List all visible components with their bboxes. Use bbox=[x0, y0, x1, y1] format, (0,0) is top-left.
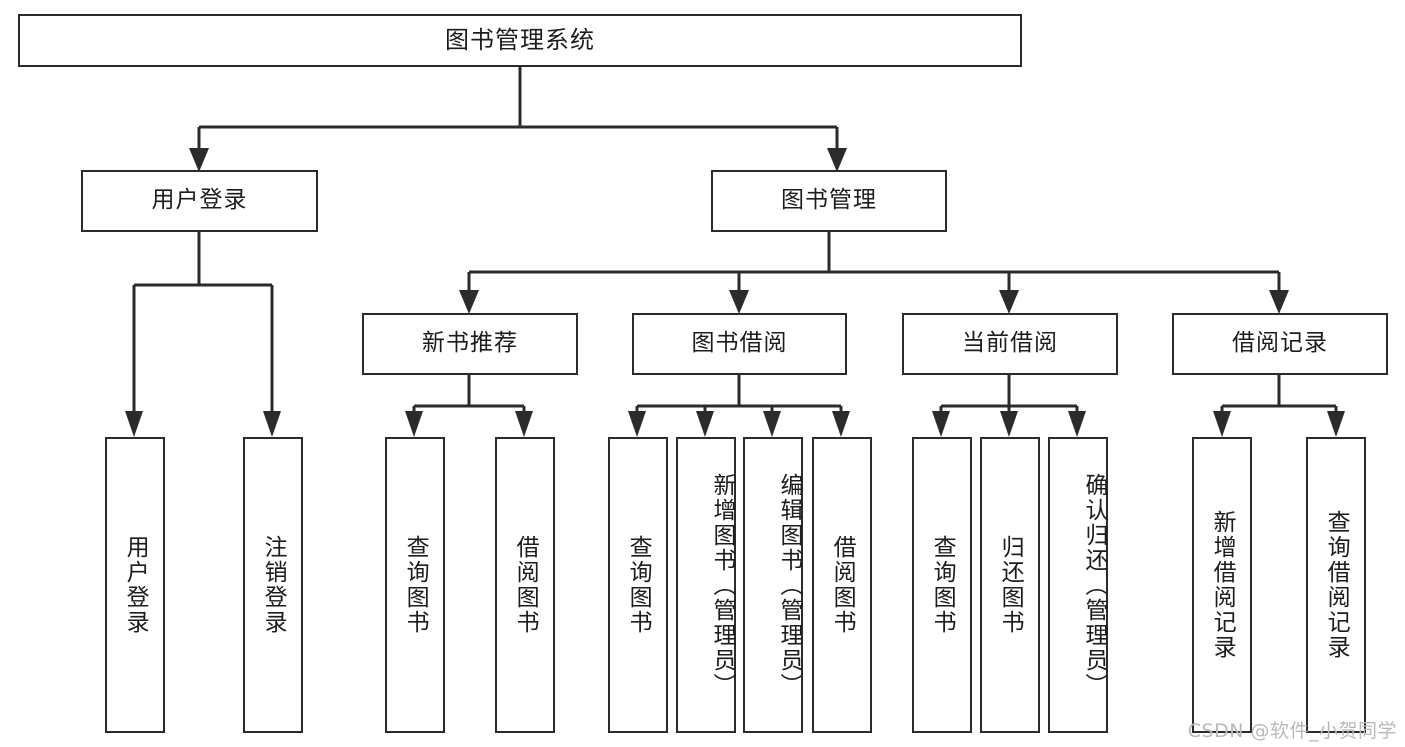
leaf-borrow-book-newbook[interactable]: 借阅图书 bbox=[495, 437, 555, 733]
leaf-add-book-admin[interactable]: 新增图书（管理员） bbox=[676, 437, 736, 733]
leaf-query-book-borrow[interactable]: 查询图书 bbox=[608, 437, 668, 733]
leaf-add-borrow-record[interactable]: 新增借阅记录 bbox=[1192, 437, 1252, 733]
leaf-user-login[interactable]: 用户登录 bbox=[105, 437, 165, 733]
node-current-borrow[interactable]: 当前借阅 bbox=[902, 313, 1118, 375]
leaf-return-book[interactable]: 归还图书 bbox=[980, 437, 1040, 733]
node-borrow-record[interactable]: 借阅记录 bbox=[1172, 313, 1388, 375]
leaf-logout[interactable]: 注销登录 bbox=[243, 437, 303, 733]
node-root-system[interactable]: 图书管理系统 bbox=[18, 14, 1022, 67]
watermark-text: CSDN @软件_小贺同学 bbox=[1187, 720, 1397, 742]
node-user-login[interactable]: 用户登录 bbox=[81, 170, 318, 232]
leaf-edit-book-admin[interactable]: 编辑图书（管理员） bbox=[743, 437, 803, 733]
node-book-borrow[interactable]: 图书借阅 bbox=[632, 313, 847, 375]
node-new-book-recommend[interactable]: 新书推荐 bbox=[362, 313, 578, 375]
node-book-management[interactable]: 图书管理 bbox=[711, 170, 947, 232]
leaf-borrow-book[interactable]: 借阅图书 bbox=[812, 437, 872, 733]
leaf-confirm-return-admin[interactable]: 确认归还（管理员） bbox=[1048, 437, 1108, 733]
leaf-query-book-current[interactable]: 查询图书 bbox=[912, 437, 972, 733]
leaf-query-book-newbook[interactable]: 查询图书 bbox=[385, 437, 445, 733]
leaf-query-borrow-record[interactable]: 查询借阅记录 bbox=[1306, 437, 1366, 733]
